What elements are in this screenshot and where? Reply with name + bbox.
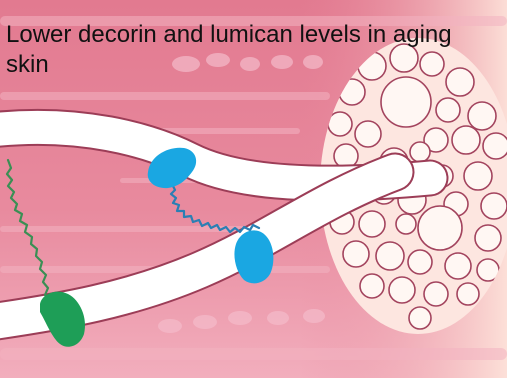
fibril-circle [481,193,507,219]
fibril-circle [381,77,431,127]
fibril-circle [359,211,385,237]
fibril-circle [360,274,384,298]
fibril-circle [408,250,432,274]
fibril-circle [418,206,462,250]
fibril-circle [475,225,501,251]
fibril-circle [355,121,381,147]
figure-title: Lower decorin and lumican levels in agin… [6,20,486,80]
fibril-circle [452,126,480,154]
fibril-circle [389,277,415,303]
fibril-circle [436,98,460,122]
fibril-circle [424,282,448,306]
fibril-circle [409,307,431,329]
fibril-circle [410,142,430,162]
fibril-circle [376,242,404,270]
fibril-circle [343,241,369,267]
fibril-circle [464,162,492,190]
fibril-circle [445,253,471,279]
fibril-circle [396,214,416,234]
fibril-circle [457,283,479,305]
fibril-circle [483,133,507,159]
fibril-circle [468,102,496,130]
